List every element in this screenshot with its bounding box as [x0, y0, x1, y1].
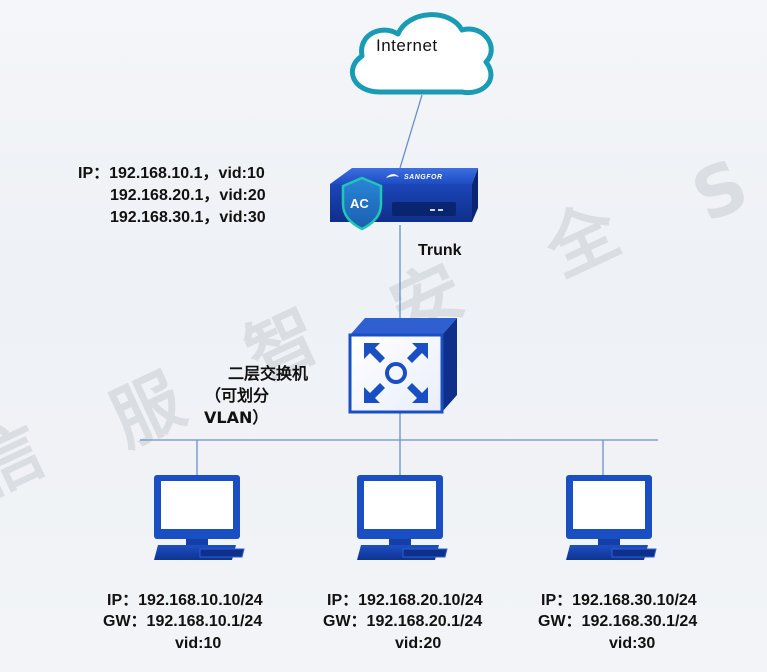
host-2-ip: IP：192.168.20.10/24 — [327, 592, 483, 609]
trunk-label: Trunk — [418, 242, 462, 259]
host-3-vid: vid:30 — [609, 635, 656, 652]
layer2-switch-icon — [348, 318, 457, 414]
host-2-gw: GW：192.168.20.1/24 — [323, 613, 483, 630]
link-internet-ac — [399, 94, 423, 169]
internet-cloud-icon — [349, 12, 494, 96]
pc-3-icon — [566, 475, 657, 560]
host-1-gw: GW：192.168.10.1/24 — [103, 613, 263, 630]
ac-badge-label: AC — [350, 196, 369, 211]
internet-label: Internet — [376, 36, 438, 55]
ac-brand-label: SANGFOR — [404, 174, 443, 181]
ac-ip-line-1: IP：192.168.10.1，vid:10 — [78, 165, 265, 182]
ac-controller-icon — [330, 168, 478, 222]
switch-label-line-1: 二层交换机 — [228, 364, 309, 383]
host-1-vid: vid:10 — [175, 635, 222, 652]
switch-label-line-2: （可划分 — [205, 386, 270, 405]
ac-ip-line-3: 192.168.30.1，vid:30 — [110, 209, 266, 226]
pc-2-icon — [357, 475, 448, 560]
host-3-gw: GW：192.168.30.1/24 — [538, 613, 698, 630]
switch-arrows-icon — [364, 343, 428, 403]
switch-label-line-3: VLAN） — [204, 408, 269, 427]
host-1-ip: IP：192.168.10.10/24 — [107, 592, 263, 609]
host-3-ip: IP：192.168.30.10/24 — [541, 592, 697, 609]
host-2-vid: vid:20 — [395, 635, 442, 652]
links — [140, 94, 658, 475]
ac-shield-icon — [341, 176, 383, 231]
ac-ip-line-2: 192.168.20.1，vid:20 — [110, 187, 266, 204]
pc-1-icon — [154, 475, 245, 560]
